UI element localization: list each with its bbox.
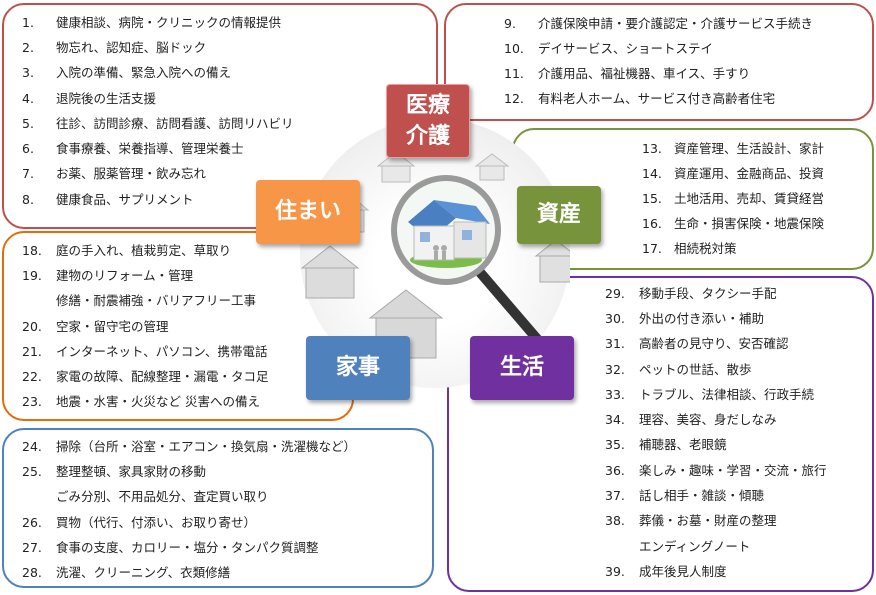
houses-illustration [300, 151, 578, 359]
house-icon [534, 239, 578, 283]
housing-badge: 住まい [256, 180, 360, 244]
life-badge: 生活 [470, 336, 574, 400]
elderly-couple-icon [433, 245, 447, 260]
care-panel: 9.介護保険申請・要介護認定・介護サービス手続き 10.デイサービス、ショートス… [444, 3, 874, 121]
assets-badge: 資産 [517, 186, 601, 244]
house-icon [300, 245, 360, 299]
medical-care-badge: 医療 介護 [386, 84, 470, 158]
house-icon [474, 153, 510, 181]
chores-panel: 24.掃除（台所・浴室・エアコン・換気扇・洗濯機など） 25.整理整頓、家具家財… [2, 428, 434, 588]
housing-panel: 18.庭の手入れ、植栽剪定、草取り 19.建物のリフォーム・管理 修繕・耐震補強… [2, 231, 354, 421]
medical-panel: 1.健康相談、病院・クリニックの情報提供 2.物忘れ、認知症、脳ドック 3.入院… [2, 3, 438, 229]
magnifying-glass-icon [391, 175, 543, 345]
chores-badge: 家事 [306, 336, 410, 400]
house-icon [376, 151, 416, 183]
